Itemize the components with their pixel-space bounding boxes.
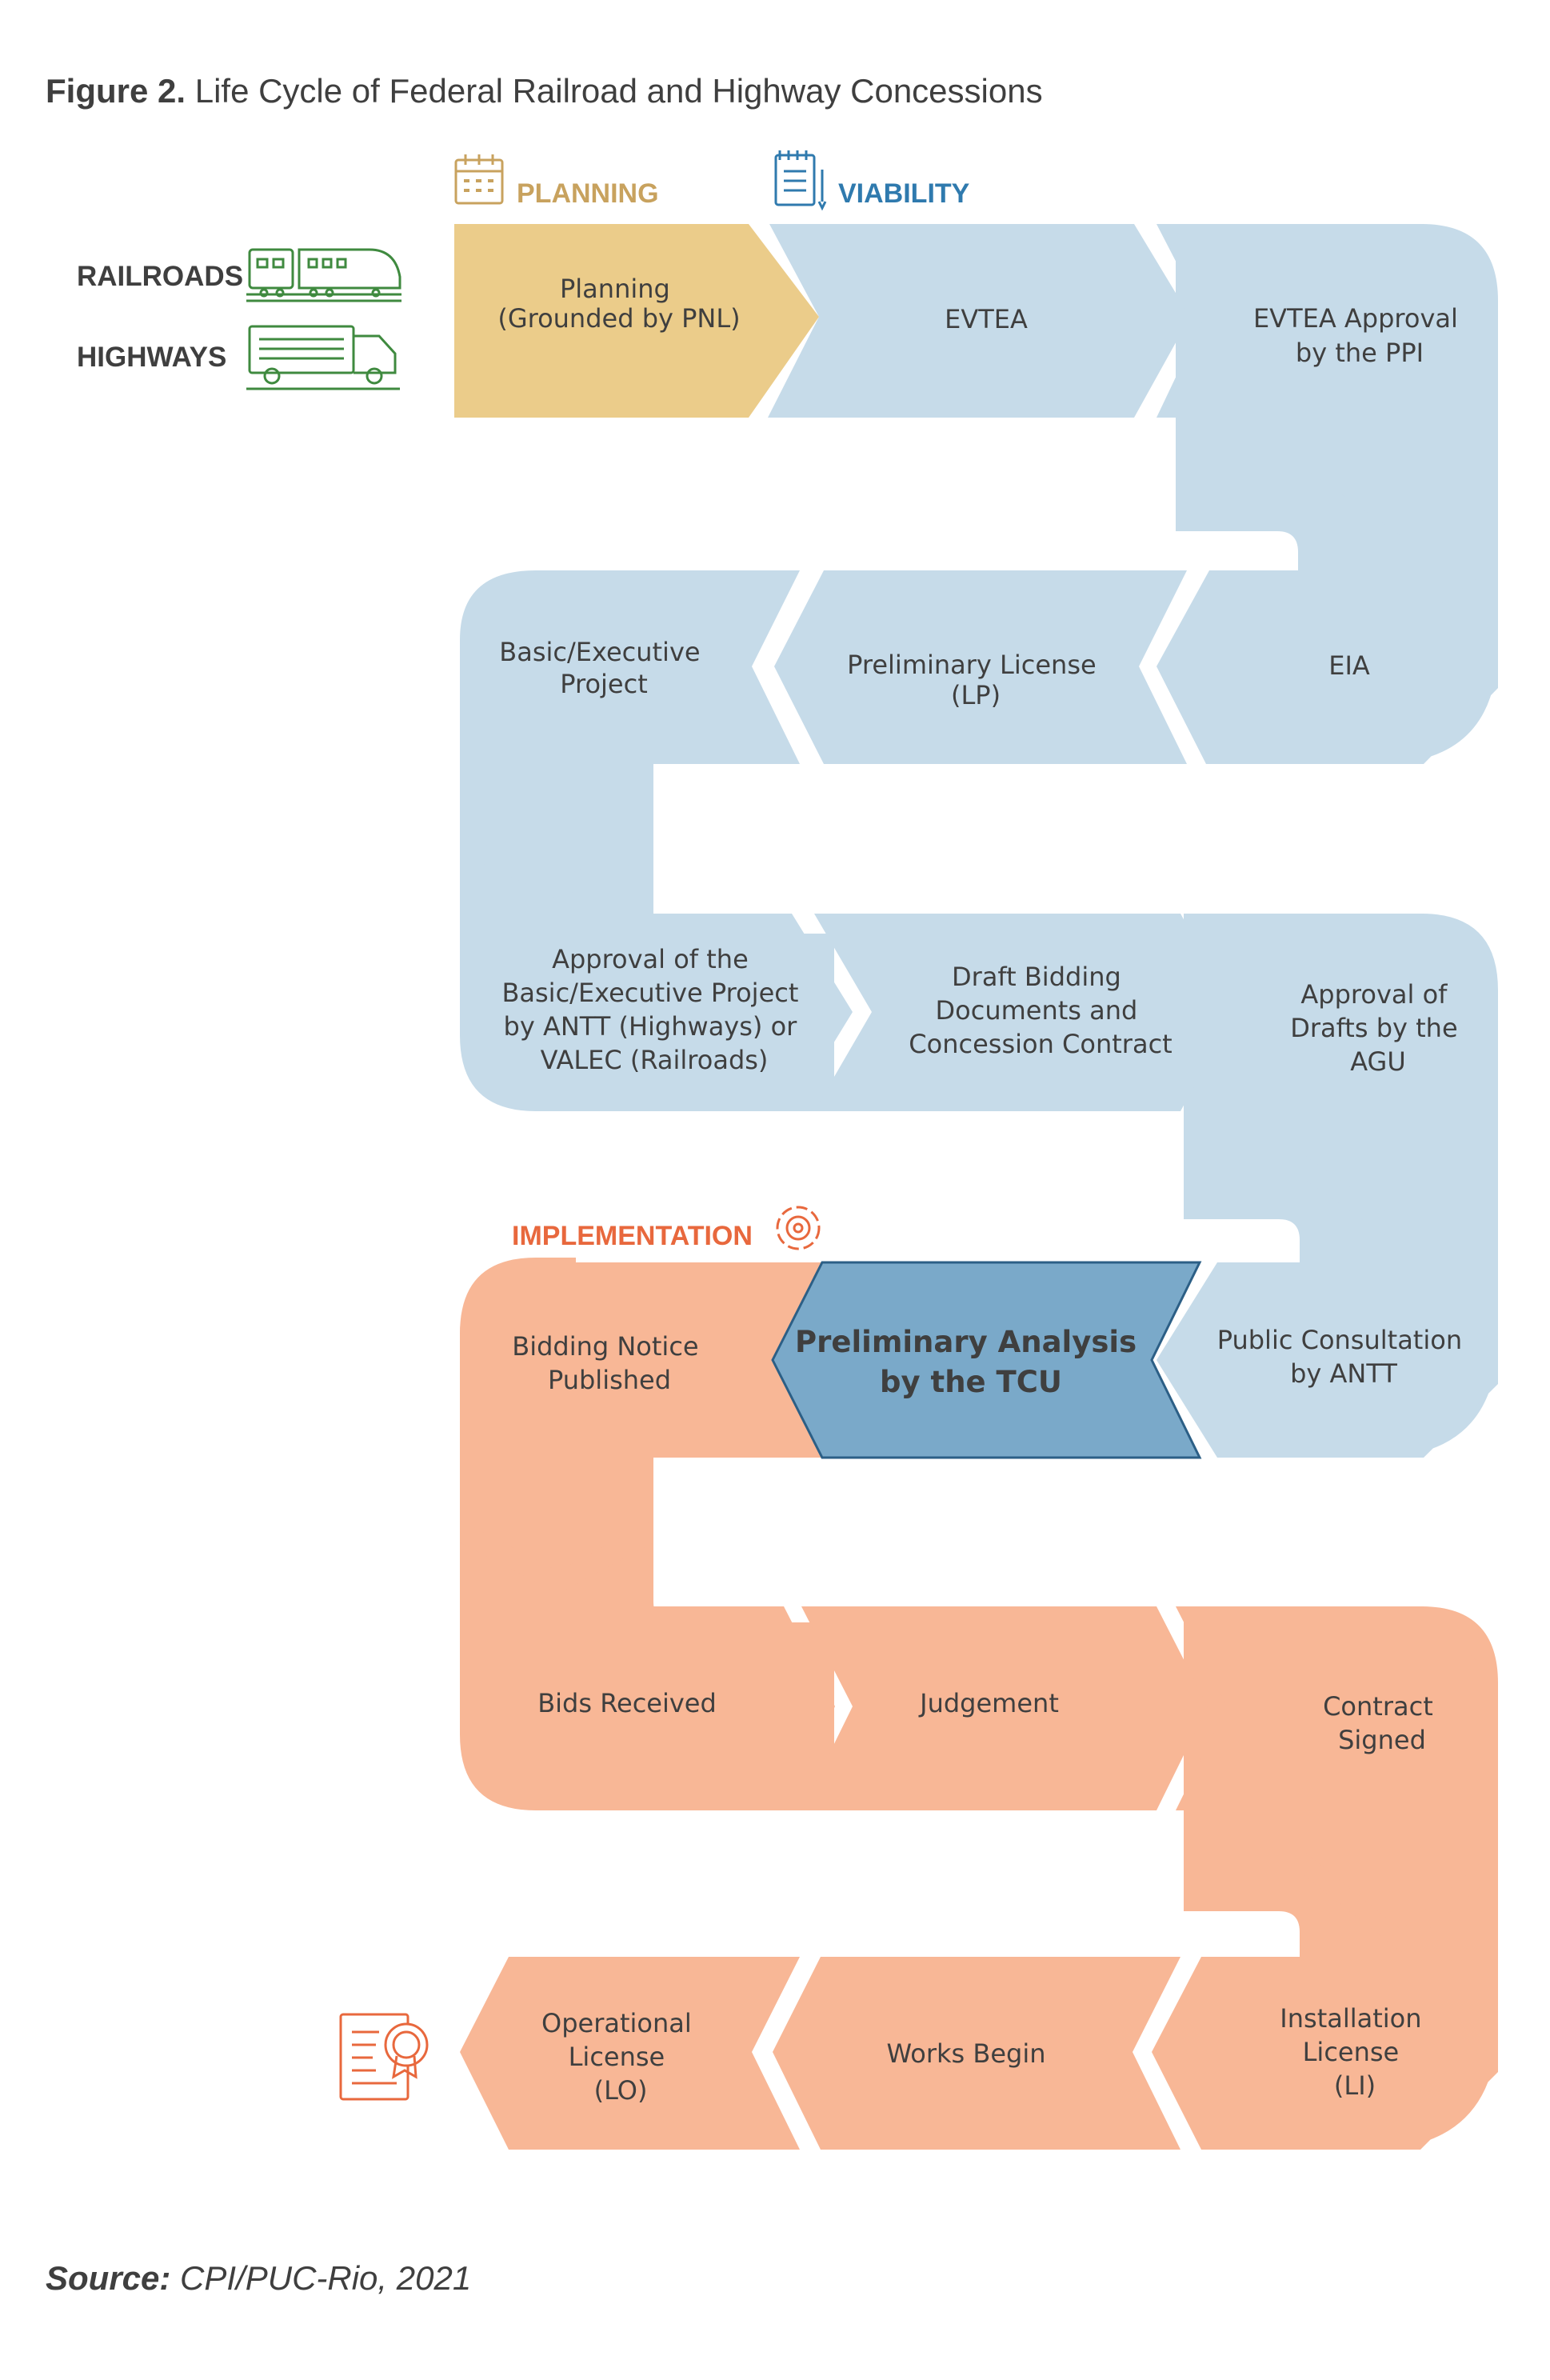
step-line: License	[569, 2042, 665, 2072]
step-line: EVTEA	[945, 304, 1028, 334]
train-icon	[246, 248, 401, 302]
step-line: (LO)	[594, 2075, 648, 2106]
step-public-consultation: Public Consultation by ANTT	[1157, 1176, 1498, 1458]
step-line: EIA	[1328, 650, 1370, 681]
step-line: Preliminary Analysis	[795, 1325, 1137, 1359]
step-draft-bidding: Draft Bidding Documents and Concession C…	[814, 914, 1235, 1111]
mode-label-railroads: RAILROADS	[77, 261, 243, 292]
step-text: Bidding Notice Published	[512, 1331, 707, 1395]
step-line: Planning	[560, 274, 670, 304]
step-line: Drafts by the	[1290, 1013, 1457, 1043]
step-text: Judgement	[918, 1688, 1059, 1718]
step-line: Operational	[541, 2008, 692, 2038]
phase-label-planning: PLANNING	[517, 178, 659, 209]
step-line: by ANTT	[1290, 1358, 1397, 1389]
step-bidding-notice: Bidding Notice Published	[460, 1262, 822, 1571]
step-line: (LI)	[1334, 2070, 1376, 2101]
step-line: Approval of the	[552, 944, 749, 974]
step-approval-basic-project: Approval of the Basic/Executive Project …	[460, 853, 853, 1111]
mode-label-highways: HIGHWAYS	[77, 342, 226, 373]
step-text: Approval of the Basic/Executive Project …	[501, 944, 806, 1075]
step-line: by the PPI	[1296, 338, 1424, 368]
step-line: Works Begin	[887, 2038, 1046, 2069]
step-installation-license: Installation License (LI)	[1152, 1872, 1498, 2150]
step-text: EVTEA Approval by the PPI	[1253, 303, 1466, 368]
source-text: CPI/PUC-Rio, 2021	[170, 2259, 471, 2297]
figure-title-label: Figure 2.	[46, 72, 186, 110]
step-text: Preliminary License (LP)	[847, 650, 1105, 710]
calendar-icon	[454, 154, 504, 205]
step-text: Basic/Executive Project	[499, 637, 708, 699]
step-line: Draft Bidding	[952, 962, 1121, 992]
step-line: by the TCU	[880, 1365, 1062, 1399]
step-preliminary-license: Preliminary License (LP)	[774, 570, 1187, 764]
step-text: Operational License (LO)	[541, 2008, 700, 2106]
step-tcu-analysis: Preliminary Analysis by the TCU	[771, 1261, 1202, 1459]
step-line: Preliminary License	[847, 650, 1097, 680]
step-line: EVTEA Approval	[1253, 303, 1458, 334]
step-basic-project: Basic/Executive Project	[460, 570, 800, 880]
step-bids-received: Bids Received	[460, 1542, 835, 1810]
step-line: VALEC (Railroads)	[541, 1045, 769, 1075]
figure-source: Source: CPI/PUC-Rio, 2021	[46, 2259, 471, 2297]
source-label: Source:	[46, 2259, 170, 2297]
step-text: EIA	[1328, 650, 1370, 681]
step-evtea-approval: EVTEA Approval by the PPI	[1157, 224, 1498, 536]
step-line: Signed	[1338, 1725, 1426, 1755]
gear-cycle-icon	[776, 1206, 821, 1250]
step-contract-signed: Contract Signed	[1176, 1606, 1498, 1930]
figure-title: Figure 2. Life Cycle of Federal Railroad…	[46, 72, 1043, 110]
truck-icon	[246, 325, 400, 390]
step-text: Approval of Drafts by the AGU	[1290, 979, 1466, 1077]
step-judgement: Judgement	[801, 1606, 1208, 1810]
step-eia: EIA	[1157, 563, 1498, 764]
step-line: Published	[548, 1365, 671, 1395]
figure-title-text: Life Cycle of Federal Railroad and Highw…	[186, 72, 1043, 110]
step-works-begin: Works Begin	[773, 1957, 1180, 2150]
step-line: (Grounded by PNL)	[497, 303, 740, 334]
step-line: Approval of	[1300, 979, 1448, 1010]
step-line: Judgement	[918, 1688, 1059, 1718]
step-evtea: EVTEA	[768, 224, 1190, 418]
step-operational-license: Operational License (LO)	[460, 1957, 800, 2150]
step-line: Documents and	[936, 995, 1138, 1026]
step-line: (LP)	[951, 680, 1001, 710]
step-line: Public Consultation	[1217, 1325, 1462, 1355]
step-line: Bidding Notice	[512, 1331, 698, 1362]
step-text: Installation License (LI)	[1280, 2003, 1429, 2101]
step-line: Contract	[1323, 1691, 1433, 1722]
step-line: Project	[560, 669, 647, 699]
step-text: Draft Bidding Documents and Concession C…	[909, 962, 1172, 1059]
phase-label-viability: VIABILITY	[838, 178, 970, 209]
phase-label-implementation: IMPLEMENTATION	[512, 1221, 753, 1251]
step-line: Installation	[1280, 2003, 1421, 2034]
step-line: License	[1303, 2037, 1400, 2067]
step-text: Bids Received	[537, 1688, 717, 1718]
certificate-icon	[339, 2013, 429, 2101]
step-approval-drafts: Approval of Drafts by the AGU	[1203, 914, 1498, 1222]
step-line: Basic/Executive Project	[501, 978, 798, 1008]
step-text: Works Begin	[887, 2038, 1046, 2069]
step-line: Bids Received	[537, 1688, 717, 1718]
step-text: Preliminary Analysis by the TCU	[795, 1325, 1147, 1399]
step-text: EVTEA	[945, 304, 1028, 334]
step-line: Basic/Executive	[499, 637, 700, 667]
step-planning: Planning (Grounded by PNL)	[454, 224, 819, 418]
step-text: Contract Signed	[1323, 1691, 1441, 1755]
step-line: Concession Contract	[909, 1029, 1172, 1059]
step-text: Public Consultation by ANTT	[1217, 1325, 1471, 1389]
notepad-icon	[774, 150, 827, 211]
step-line: AGU	[1350, 1046, 1406, 1077]
step-text: Planning (Grounded by PNL)	[497, 274, 740, 334]
step-line: by ANTT (Highways) or	[504, 1011, 798, 1042]
